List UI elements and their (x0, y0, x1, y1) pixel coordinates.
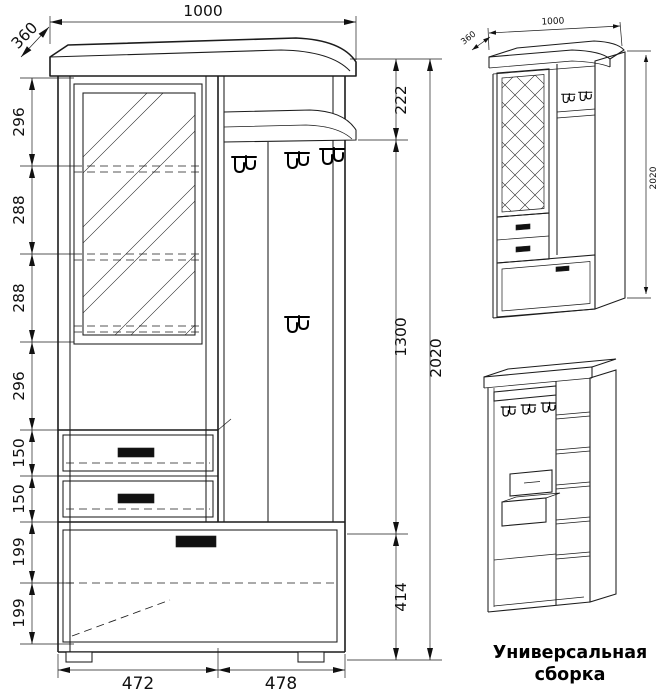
dim-right-seg-1: 222 (392, 85, 410, 115)
coat-hooks (231, 147, 345, 333)
coat-hook-icon (561, 93, 576, 104)
dim-total-height: 2020 (427, 338, 445, 377)
iso-dimension-labels: 1000 360 2020 (459, 16, 659, 189)
dimension-labels: 1000 360 296 288 288 296 150 150 199 199… (8, 2, 445, 694)
coat-hook-icon (284, 151, 310, 169)
dim-right-seg-2: 1300 (392, 317, 410, 356)
hat-shelf (223, 109, 357, 143)
dim-left-seg-7: 199 (10, 537, 28, 567)
drawer-handle (117, 493, 155, 504)
base-cabinet (62, 529, 338, 643)
dim-left-seg-8: 199 (10, 598, 28, 628)
dim-bottom-right: 478 (265, 674, 297, 694)
drawer-unit (58, 418, 232, 518)
coat-hook-icon (578, 91, 593, 102)
dim-left-seg-2: 288 (10, 195, 28, 225)
carcass (57, 76, 346, 653)
door-handle (555, 265, 570, 272)
door-handle (175, 535, 217, 548)
iso-dim-depth: 360 (459, 29, 478, 47)
mirror-panel (73, 83, 203, 345)
mirror-hatching (83, 93, 195, 335)
iso-back-view (483, 358, 617, 613)
iso-mirror-crosshatch (502, 74, 544, 212)
dim-left-seg-5: 150 (10, 438, 28, 468)
feet (65, 651, 325, 663)
dim-left-seg-1: 296 (10, 107, 28, 137)
dim-bottom-left: 472 (122, 674, 154, 694)
coat-hook-icon (319, 147, 345, 165)
assembly-caption: Универсальная сборка (492, 643, 648, 685)
dim-left-seg-6: 150 (10, 484, 28, 514)
dim-left-seg-3: 288 (10, 283, 28, 313)
iso-dim-width: 1000 (541, 16, 565, 27)
dim-right-seg-3: 414 (392, 582, 410, 612)
dim-top-width: 1000 (183, 2, 222, 20)
main-front-view (49, 37, 357, 663)
hidden-shelves (74, 165, 202, 333)
coat-hook-icon (284, 315, 310, 333)
drawer-handle (515, 223, 531, 231)
drawer-handle (515, 245, 531, 253)
coat-hook-icon (500, 405, 517, 417)
drawer-handle (117, 447, 155, 458)
iso-dim-height: 2020 (649, 166, 659, 189)
iso-front-view: 1000 360 2020 (459, 16, 659, 319)
dim-top-depth: 360 (8, 19, 42, 53)
coat-hook-icon (231, 155, 257, 173)
dim-left-seg-4: 296 (10, 371, 28, 401)
coat-hook-icon (540, 401, 557, 413)
top-canopy (49, 37, 357, 77)
coat-hook-icon (520, 403, 537, 415)
dimension-lines (20, 16, 442, 678)
